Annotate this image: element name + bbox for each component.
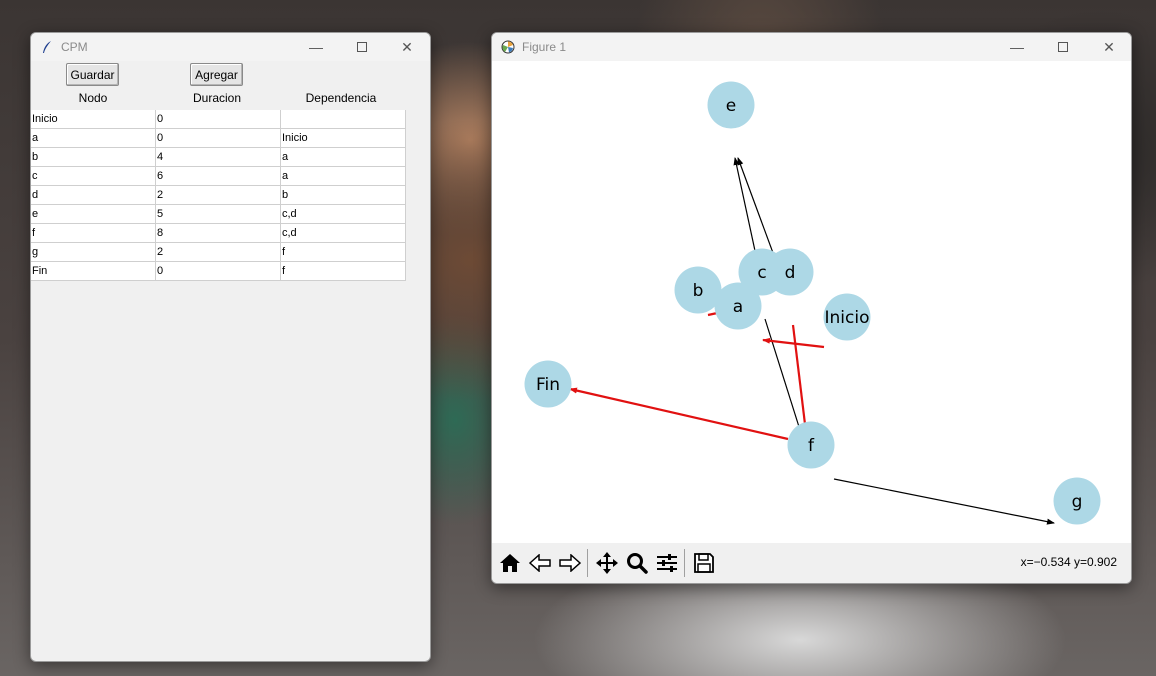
node-a-label: a (733, 297, 743, 317)
cell-dependencia-entry[interactable]: f (281, 243, 406, 262)
cell-nodo-entry[interactable]: e (31, 205, 156, 224)
toolbar-separator (684, 549, 685, 577)
cell-dependencia-entry[interactable]: f (281, 262, 406, 281)
cell-nodo-entry[interactable]: c (31, 167, 156, 186)
cell-duracion-entry[interactable]: 0 (156, 110, 281, 129)
edge-f-g (833, 478, 1055, 525)
figure-titlebar[interactable]: Figure 1 — ✕ (492, 33, 1131, 61)
node-fin-label: Fin (536, 375, 560, 395)
toolbar-separator (587, 549, 588, 577)
figure-window-title: Figure 1 (522, 40, 567, 54)
figure-toolbar: x=−0.534 y=0.902 (492, 543, 1131, 583)
header-duracion: Duracion (192, 91, 242, 105)
graph-canvas[interactable]: e b c d a Inicio Fin f g (492, 61, 1131, 543)
close-icon[interactable]: ✕ (401, 38, 413, 55)
cell-dependencia-entry[interactable]: Inicio (281, 129, 406, 148)
network-graph: e b c d a Inicio Fin f g (524, 81, 1101, 525)
edge-inicio-a (762, 337, 825, 349)
node-a[interactable] (714, 282, 762, 330)
cell-nodo-entry[interactable]: b (31, 148, 156, 167)
forward-icon[interactable] (556, 549, 584, 577)
cell-duracion-entry[interactable]: 0 (156, 129, 281, 148)
node-d[interactable] (766, 248, 814, 296)
zoom-icon[interactable] (623, 549, 651, 577)
edge-f-fin (569, 387, 789, 441)
cell-duracion-entry[interactable]: 4 (156, 148, 281, 167)
matplotlib-icon (500, 39, 516, 55)
feather-icon (39, 39, 55, 55)
cell-dependencia-entry[interactable]: c,d (281, 224, 406, 243)
cell-dependencia-entry[interactable]: a (281, 148, 406, 167)
cell-dependencia-entry[interactable] (281, 110, 406, 129)
cell-dependencia-entry[interactable]: c,d (281, 205, 406, 224)
guardar-button[interactable]: Guardar (66, 63, 119, 86)
cell-nodo-entry[interactable]: f (31, 224, 156, 243)
agregar-button[interactable]: Agregar (190, 63, 243, 86)
node-f-label: f (808, 436, 815, 456)
cell-duracion-entry[interactable]: 5 (156, 205, 281, 224)
home-icon[interactable] (496, 549, 524, 577)
header-dependencia: Dependencia (305, 91, 377, 105)
cell-nodo-entry[interactable]: g (31, 243, 156, 262)
node-e[interactable] (707, 81, 755, 129)
save-icon[interactable] (690, 549, 718, 577)
cell-nodo-entry[interactable]: a (31, 129, 156, 148)
cursor-coordinates: x=−0.534 y=0.902 (1020, 555, 1117, 569)
node-f[interactable] (787, 421, 835, 469)
node-e-label: e (726, 96, 736, 116)
cpm-titlebar[interactable]: CPM — ✕ (31, 33, 430, 61)
cell-duracion-entry[interactable]: 0 (156, 262, 281, 281)
node-inicio-label: Inicio (825, 308, 870, 328)
back-icon[interactable] (526, 549, 554, 577)
node-b-label: b (693, 281, 704, 301)
node-g[interactable] (1053, 477, 1101, 525)
pan-icon[interactable] (593, 549, 621, 577)
figure-window: Figure 1 — ✕ (491, 32, 1132, 584)
node-c-label: c (757, 263, 766, 283)
cell-dependencia-entry[interactable]: a (281, 167, 406, 186)
maximize-icon[interactable] (339, 33, 385, 61)
close-icon[interactable]: ✕ (1103, 38, 1115, 55)
table-header: Nodo Duracion Dependencia (31, 89, 430, 108)
cpm-window: CPM — ✕ Guardar Agregar Nodo Duracion De… (30, 32, 431, 662)
cell-nodo-entry[interactable]: d (31, 186, 156, 205)
node-b[interactable] (674, 266, 722, 314)
cell-nodo-entry[interactable]: Inicio (31, 110, 156, 129)
minimize-icon[interactable]: — (309, 39, 323, 55)
cell-dependencia-entry[interactable]: b (281, 186, 406, 205)
header-nodo: Nodo (78, 91, 108, 105)
maximize-icon[interactable] (1040, 33, 1086, 61)
cell-nodo-entry[interactable]: Fin (31, 262, 156, 281)
node-fin[interactable] (524, 360, 572, 408)
cell-duracion-entry[interactable]: 6 (156, 167, 281, 186)
node-d-label: d (785, 263, 796, 283)
minimize-icon[interactable]: — (1010, 39, 1024, 55)
cell-duracion-entry[interactable]: 2 (156, 243, 281, 262)
cell-duracion-entry[interactable]: 8 (156, 224, 281, 243)
cpm-window-title: CPM (61, 40, 88, 54)
configure-icon[interactable] (653, 549, 681, 577)
node-inicio[interactable] (823, 293, 871, 341)
node-g-label: g (1072, 492, 1083, 512)
cell-duracion-entry[interactable]: 2 (156, 186, 281, 205)
